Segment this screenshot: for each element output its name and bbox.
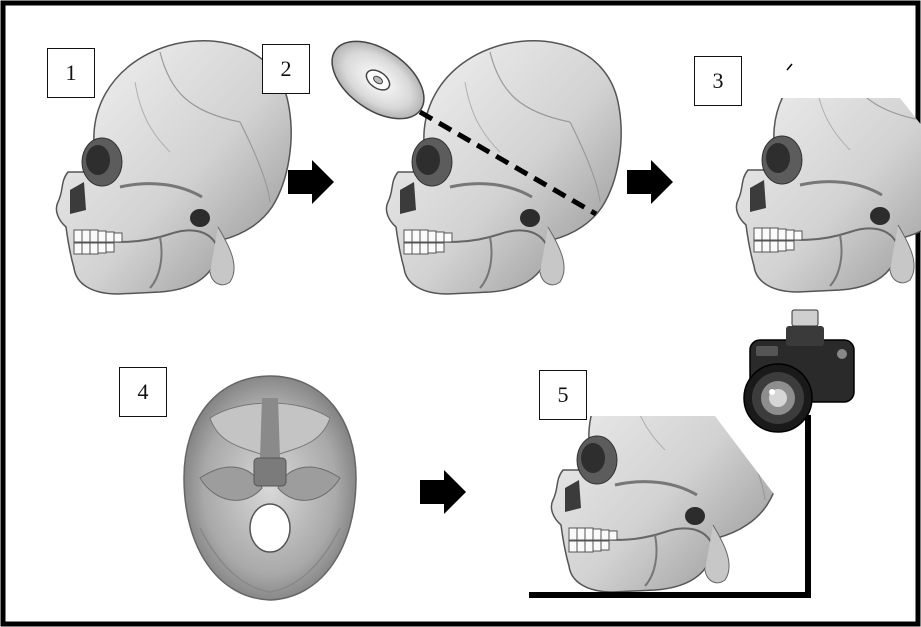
step-label-3: 3 (694, 56, 742, 106)
step-label-4: 4 (119, 367, 167, 417)
disc-icon (318, 26, 438, 135)
skull-icon (386, 41, 621, 294)
camera-icon (744, 310, 854, 432)
arrow-right-icon (420, 470, 466, 514)
tick-mark (787, 64, 792, 70)
camera-stand (805, 415, 808, 595)
skull-base-icon (184, 376, 356, 600)
step-label-5: 5 (539, 370, 587, 420)
skull-icon (736, 39, 921, 292)
step-label-2: 2 (262, 44, 310, 94)
arrow-right-icon (288, 160, 334, 204)
arrow-right-icon (627, 160, 673, 204)
step-label-1: 1 (47, 48, 95, 98)
